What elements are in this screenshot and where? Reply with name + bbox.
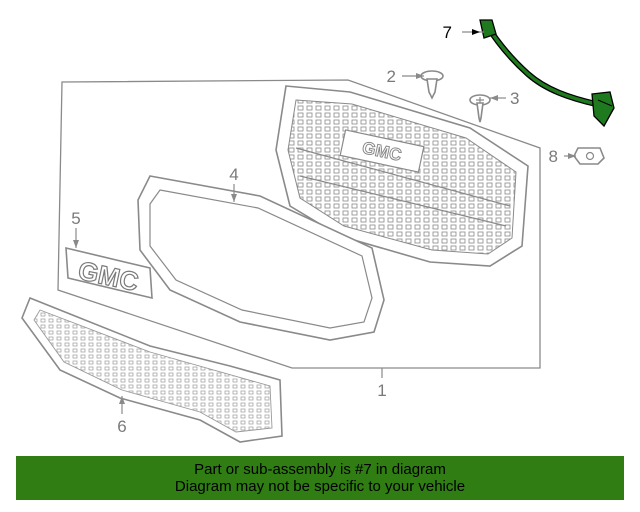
callout-6: 6 [117, 417, 126, 436]
upper-grille: GMC [275, 85, 529, 267]
info-banner: Part or sub-assembly is #7 in diagram Di… [16, 456, 624, 500]
banner-line-1: Part or sub-assembly is #7 in diagram [194, 461, 446, 478]
push-pin [420, 70, 444, 100]
banner-line-2: Diagram may not be specific to your vehi… [174, 478, 466, 495]
callout-8: 8 [549, 147, 558, 166]
callout-2: 2 [387, 67, 396, 86]
callout-4: 4 [229, 165, 238, 184]
screw [469, 94, 491, 123]
grille-frame [137, 175, 385, 341]
parts-diagram: GMC GMC [21, 19, 615, 443]
wiring-harness [479, 19, 615, 128]
callout-7: 7 [443, 23, 452, 42]
clip [573, 147, 605, 165]
callout-5: 5 [71, 209, 80, 228]
callout-1: 1 [377, 381, 386, 400]
callout-3: 3 [510, 89, 519, 108]
lower-grille [21, 296, 283, 443]
